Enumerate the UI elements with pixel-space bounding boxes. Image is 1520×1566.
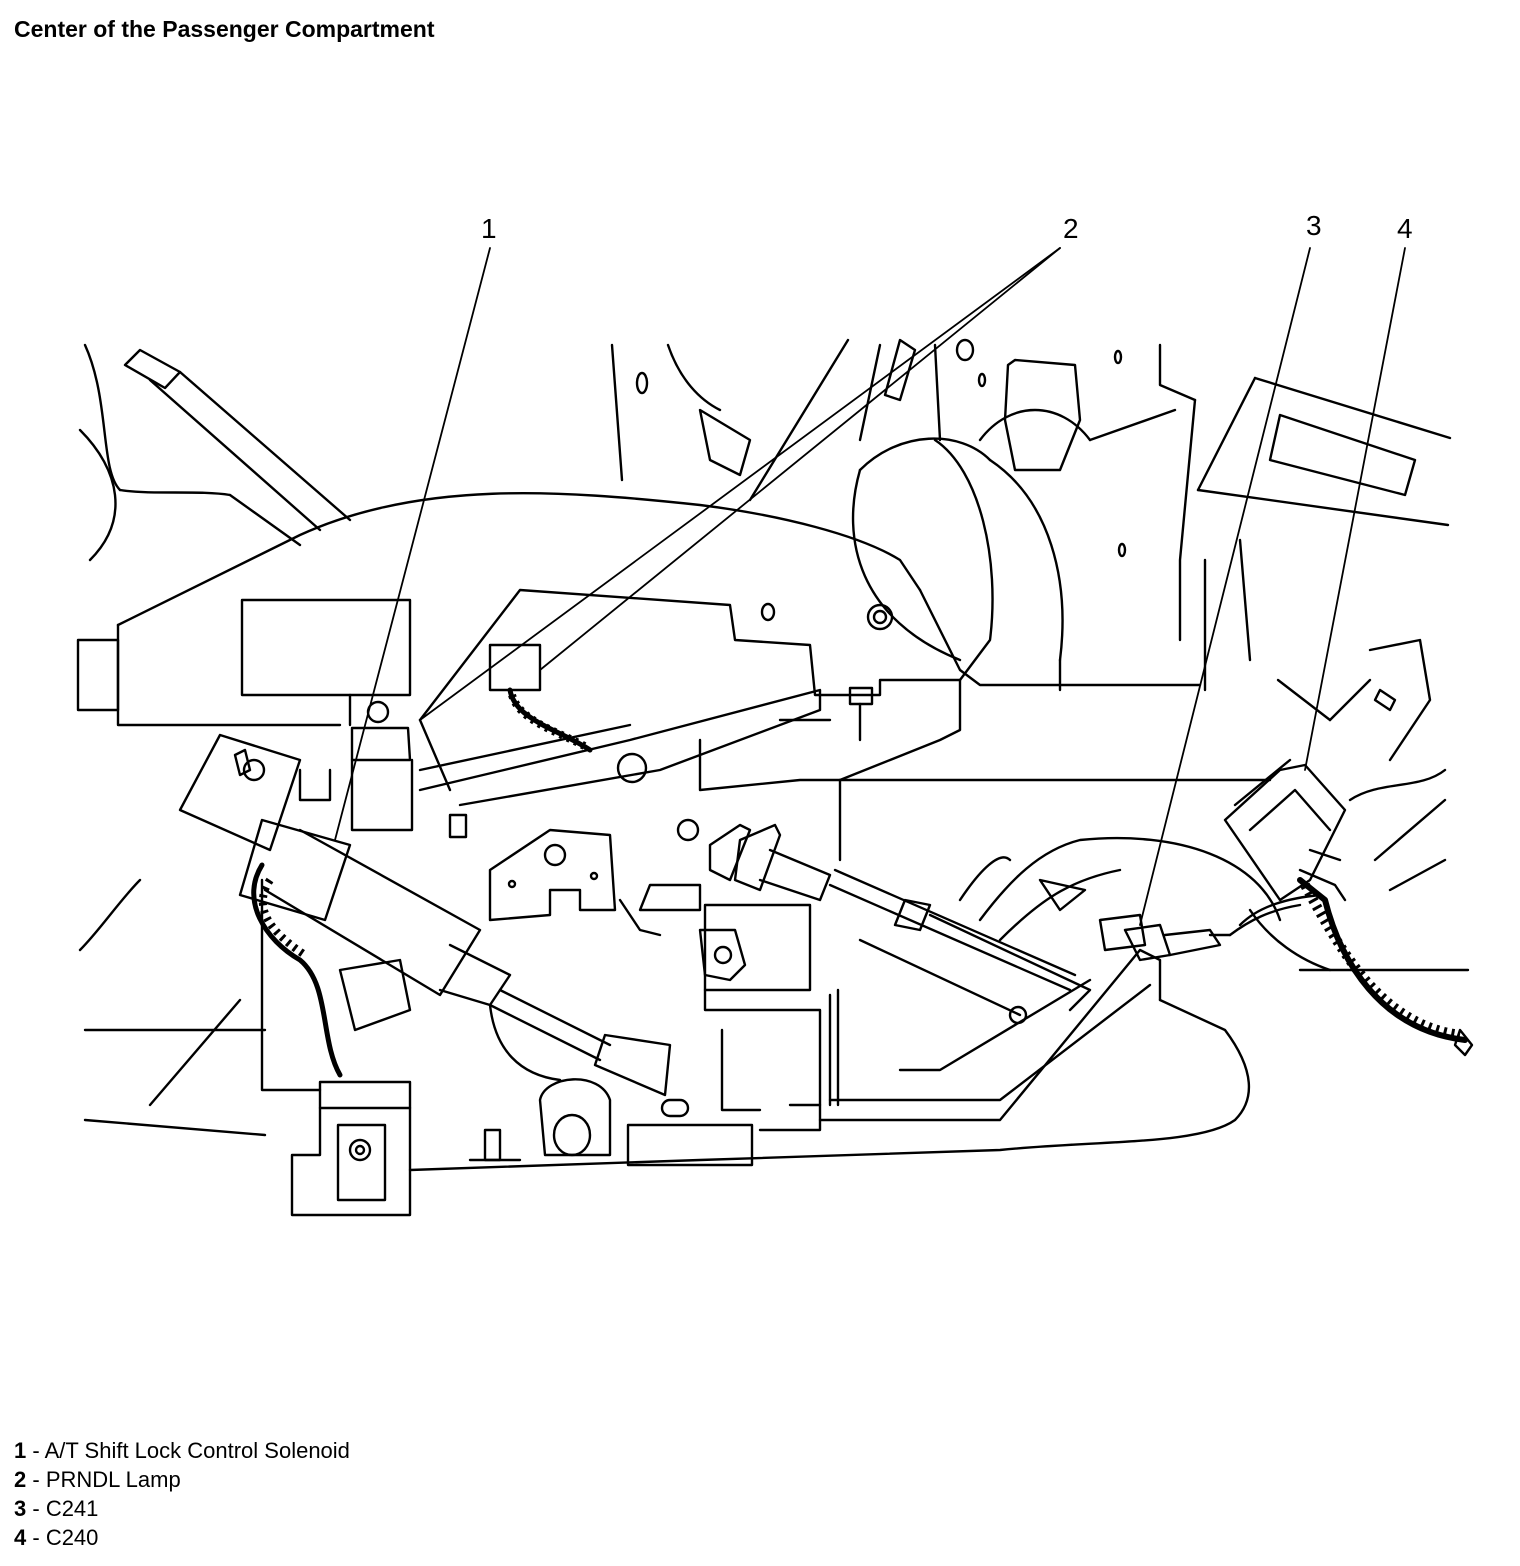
leader-line-1 bbox=[334, 247, 491, 841]
legend-number: 1 bbox=[14, 1438, 27, 1463]
c240-connector bbox=[1223, 758, 1474, 1057]
legend-item-1: 1 - A/T Shift Lock Control Solenoid bbox=[14, 1436, 350, 1465]
legend-separator: - bbox=[26, 1496, 46, 1521]
legend-label: C241 bbox=[45, 1496, 99, 1521]
center-bracket bbox=[610, 338, 1127, 558]
left-connector-housing bbox=[290, 1080, 412, 1217]
legend-label: A/T Shift Lock Control Solenoid bbox=[44, 1438, 350, 1463]
legend-item-4: 4 - C240 bbox=[14, 1523, 350, 1552]
steering-column bbox=[78, 343, 352, 562]
legend-label: PRNDL Lamp bbox=[45, 1467, 181, 1492]
console-housing bbox=[76, 491, 1202, 727]
prndl-lamp bbox=[488, 643, 593, 753]
legend-separator: - bbox=[26, 1467, 46, 1492]
shift-linkage bbox=[626, 823, 832, 1167]
shift-cable bbox=[828, 868, 1092, 1107]
callout-1: 1 bbox=[481, 213, 497, 244]
callout-2: 2 bbox=[1063, 213, 1079, 244]
left-lower-frame bbox=[78, 733, 412, 1137]
leader-lines bbox=[334, 247, 1406, 926]
legend-separator: - bbox=[26, 1525, 46, 1550]
legend: 1 - A/T Shift Lock Control Solenoid 2 - … bbox=[14, 1436, 350, 1552]
right-dash-structure bbox=[1158, 343, 1470, 972]
leader-line-3 bbox=[1139, 247, 1311, 926]
legend-number: 4 bbox=[14, 1525, 27, 1550]
legend-item-2: 2 - PRNDL Lamp bbox=[14, 1465, 350, 1494]
legend-separator: - bbox=[26, 1438, 45, 1463]
callout-4: 4 bbox=[1397, 213, 1413, 244]
legend-label: C240 bbox=[45, 1525, 99, 1550]
legend-number: 3 bbox=[14, 1496, 27, 1521]
leader-line-2a bbox=[539, 247, 1061, 671]
leader-line-4 bbox=[1304, 247, 1406, 771]
shifter-detent-plate bbox=[468, 828, 702, 1162]
leader-line-2b bbox=[419, 247, 1061, 721]
legend-item-3: 3 - C241 bbox=[14, 1494, 350, 1523]
c241-connector bbox=[1098, 893, 1322, 962]
callout-3: 3 bbox=[1306, 210, 1322, 241]
shifter-base bbox=[350, 588, 1272, 862]
blower-motor bbox=[851, 358, 1177, 692]
page-title: Center of the Passenger Compartment bbox=[14, 16, 435, 42]
floor-pan bbox=[408, 836, 1332, 1172]
shift-lock-solenoid bbox=[238, 818, 672, 1097]
legend-number: 2 bbox=[14, 1467, 27, 1492]
